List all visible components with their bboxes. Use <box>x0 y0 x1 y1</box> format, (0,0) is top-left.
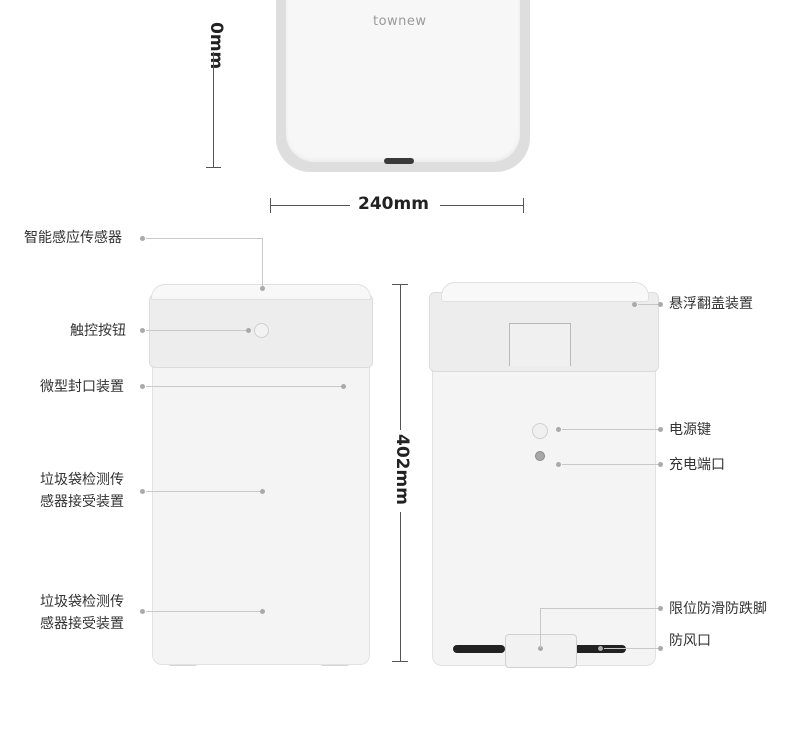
callout-floating-lid-label: 悬浮翻盖装置 <box>669 296 753 312</box>
callout-vent-line <box>604 648 658 649</box>
callout-floating-lid-line <box>638 304 658 305</box>
callout-bag-sensor-2-line <box>146 611 260 612</box>
top-view-depth-tick <box>206 167 221 168</box>
callout-bag-sensor-1-dot <box>140 489 145 494</box>
callout-smart-sensor-label: 智能感应传感器 <box>24 230 122 246</box>
touch-button-icon <box>254 323 269 338</box>
back-body <box>432 366 656 666</box>
height-dim-tick-bottom <box>392 661 408 662</box>
callout-charging-port-line <box>562 464 658 465</box>
callout-bag-sensor-1-line <box>146 491 260 492</box>
height-dim-label: 402mm <box>392 434 412 505</box>
callout-bag-sensor-1-label: 垃圾袋检测传 感器接受装置 <box>40 469 124 513</box>
callout-touch-button-label: 触控按钮 <box>70 323 126 339</box>
callout-anti-slip-foot-end <box>538 646 543 651</box>
callout-floating-lid-end <box>632 302 637 307</box>
height-dim-line-bottom <box>400 512 401 661</box>
callout-charging-port-end <box>556 462 561 467</box>
callout-smart-sensor-drop <box>262 238 263 288</box>
width-dim-line-right <box>440 205 524 206</box>
callout-charging-port-label: 充电端口 <box>669 457 725 473</box>
callout-power-key-line <box>562 429 658 430</box>
width-dim-line-left <box>270 205 350 206</box>
callout-smart-sensor-line <box>146 238 262 239</box>
callout-touch-button-dot <box>140 328 145 333</box>
charging-port-icon <box>535 451 545 461</box>
callout-bag-sensor-1-end <box>260 489 265 494</box>
width-dim-tick-right <box>523 198 524 213</box>
callout-anti-slip-foot-dot <box>658 606 663 611</box>
height-dim-line-top <box>400 284 401 430</box>
callout-bag-sensor-2-line1: 垃圾袋检测传 <box>40 594 124 610</box>
top-view-lid <box>286 0 520 162</box>
top-view-slot <box>384 158 414 164</box>
vent-left <box>453 645 505 653</box>
power-button-icon <box>532 423 548 439</box>
callout-power-key-label: 电源键 <box>669 422 711 438</box>
callout-smart-sensor-dot <box>140 236 145 241</box>
callout-power-key-end <box>556 427 561 432</box>
callout-bag-sensor-2-line2: 感器接受装置 <box>40 616 124 632</box>
callout-anti-slip-foot-line <box>540 608 658 609</box>
callout-seal-device-label: 微型封口装置 <box>40 379 124 395</box>
callout-vent-end <box>598 646 603 651</box>
top-view-brand: townew <box>373 14 427 29</box>
callout-floating-lid-dot <box>658 302 663 307</box>
back-hinge-window <box>509 323 571 366</box>
back-lid-top <box>441 282 649 302</box>
callout-seal-device-dot <box>140 384 145 389</box>
callout-bag-sensor-2-end <box>260 609 265 614</box>
callout-touch-button-end <box>246 328 251 333</box>
callout-anti-slip-foot-label: 限位防滑防跌脚 <box>669 601 767 617</box>
callout-charging-port-dot <box>658 462 663 467</box>
callout-seal-device-line <box>146 386 342 387</box>
front-body <box>152 364 370 665</box>
callout-vent-dot <box>658 646 663 651</box>
top-view-depth-label: 0mm <box>206 22 226 70</box>
callout-vent-label: 防风口 <box>669 633 711 649</box>
callout-bag-sensor-1-line1: 垃圾袋检测传 <box>40 472 124 488</box>
stabilizer-foot <box>505 634 577 668</box>
top-view-depth-line <box>213 52 214 168</box>
callout-smart-sensor-end <box>260 286 265 291</box>
callout-bag-sensor-2-label: 垃圾袋检测传 感器接受装置 <box>40 591 124 635</box>
width-dim-label: 240mm <box>358 194 429 214</box>
callout-power-key-dot <box>658 427 663 432</box>
callout-anti-slip-foot-drop <box>540 608 541 648</box>
callout-bag-sensor-1-line2: 感器接受装置 <box>40 494 124 510</box>
callout-touch-button-line <box>146 330 248 331</box>
callout-seal-device-end <box>341 384 346 389</box>
callout-bag-sensor-2-dot <box>140 609 145 614</box>
